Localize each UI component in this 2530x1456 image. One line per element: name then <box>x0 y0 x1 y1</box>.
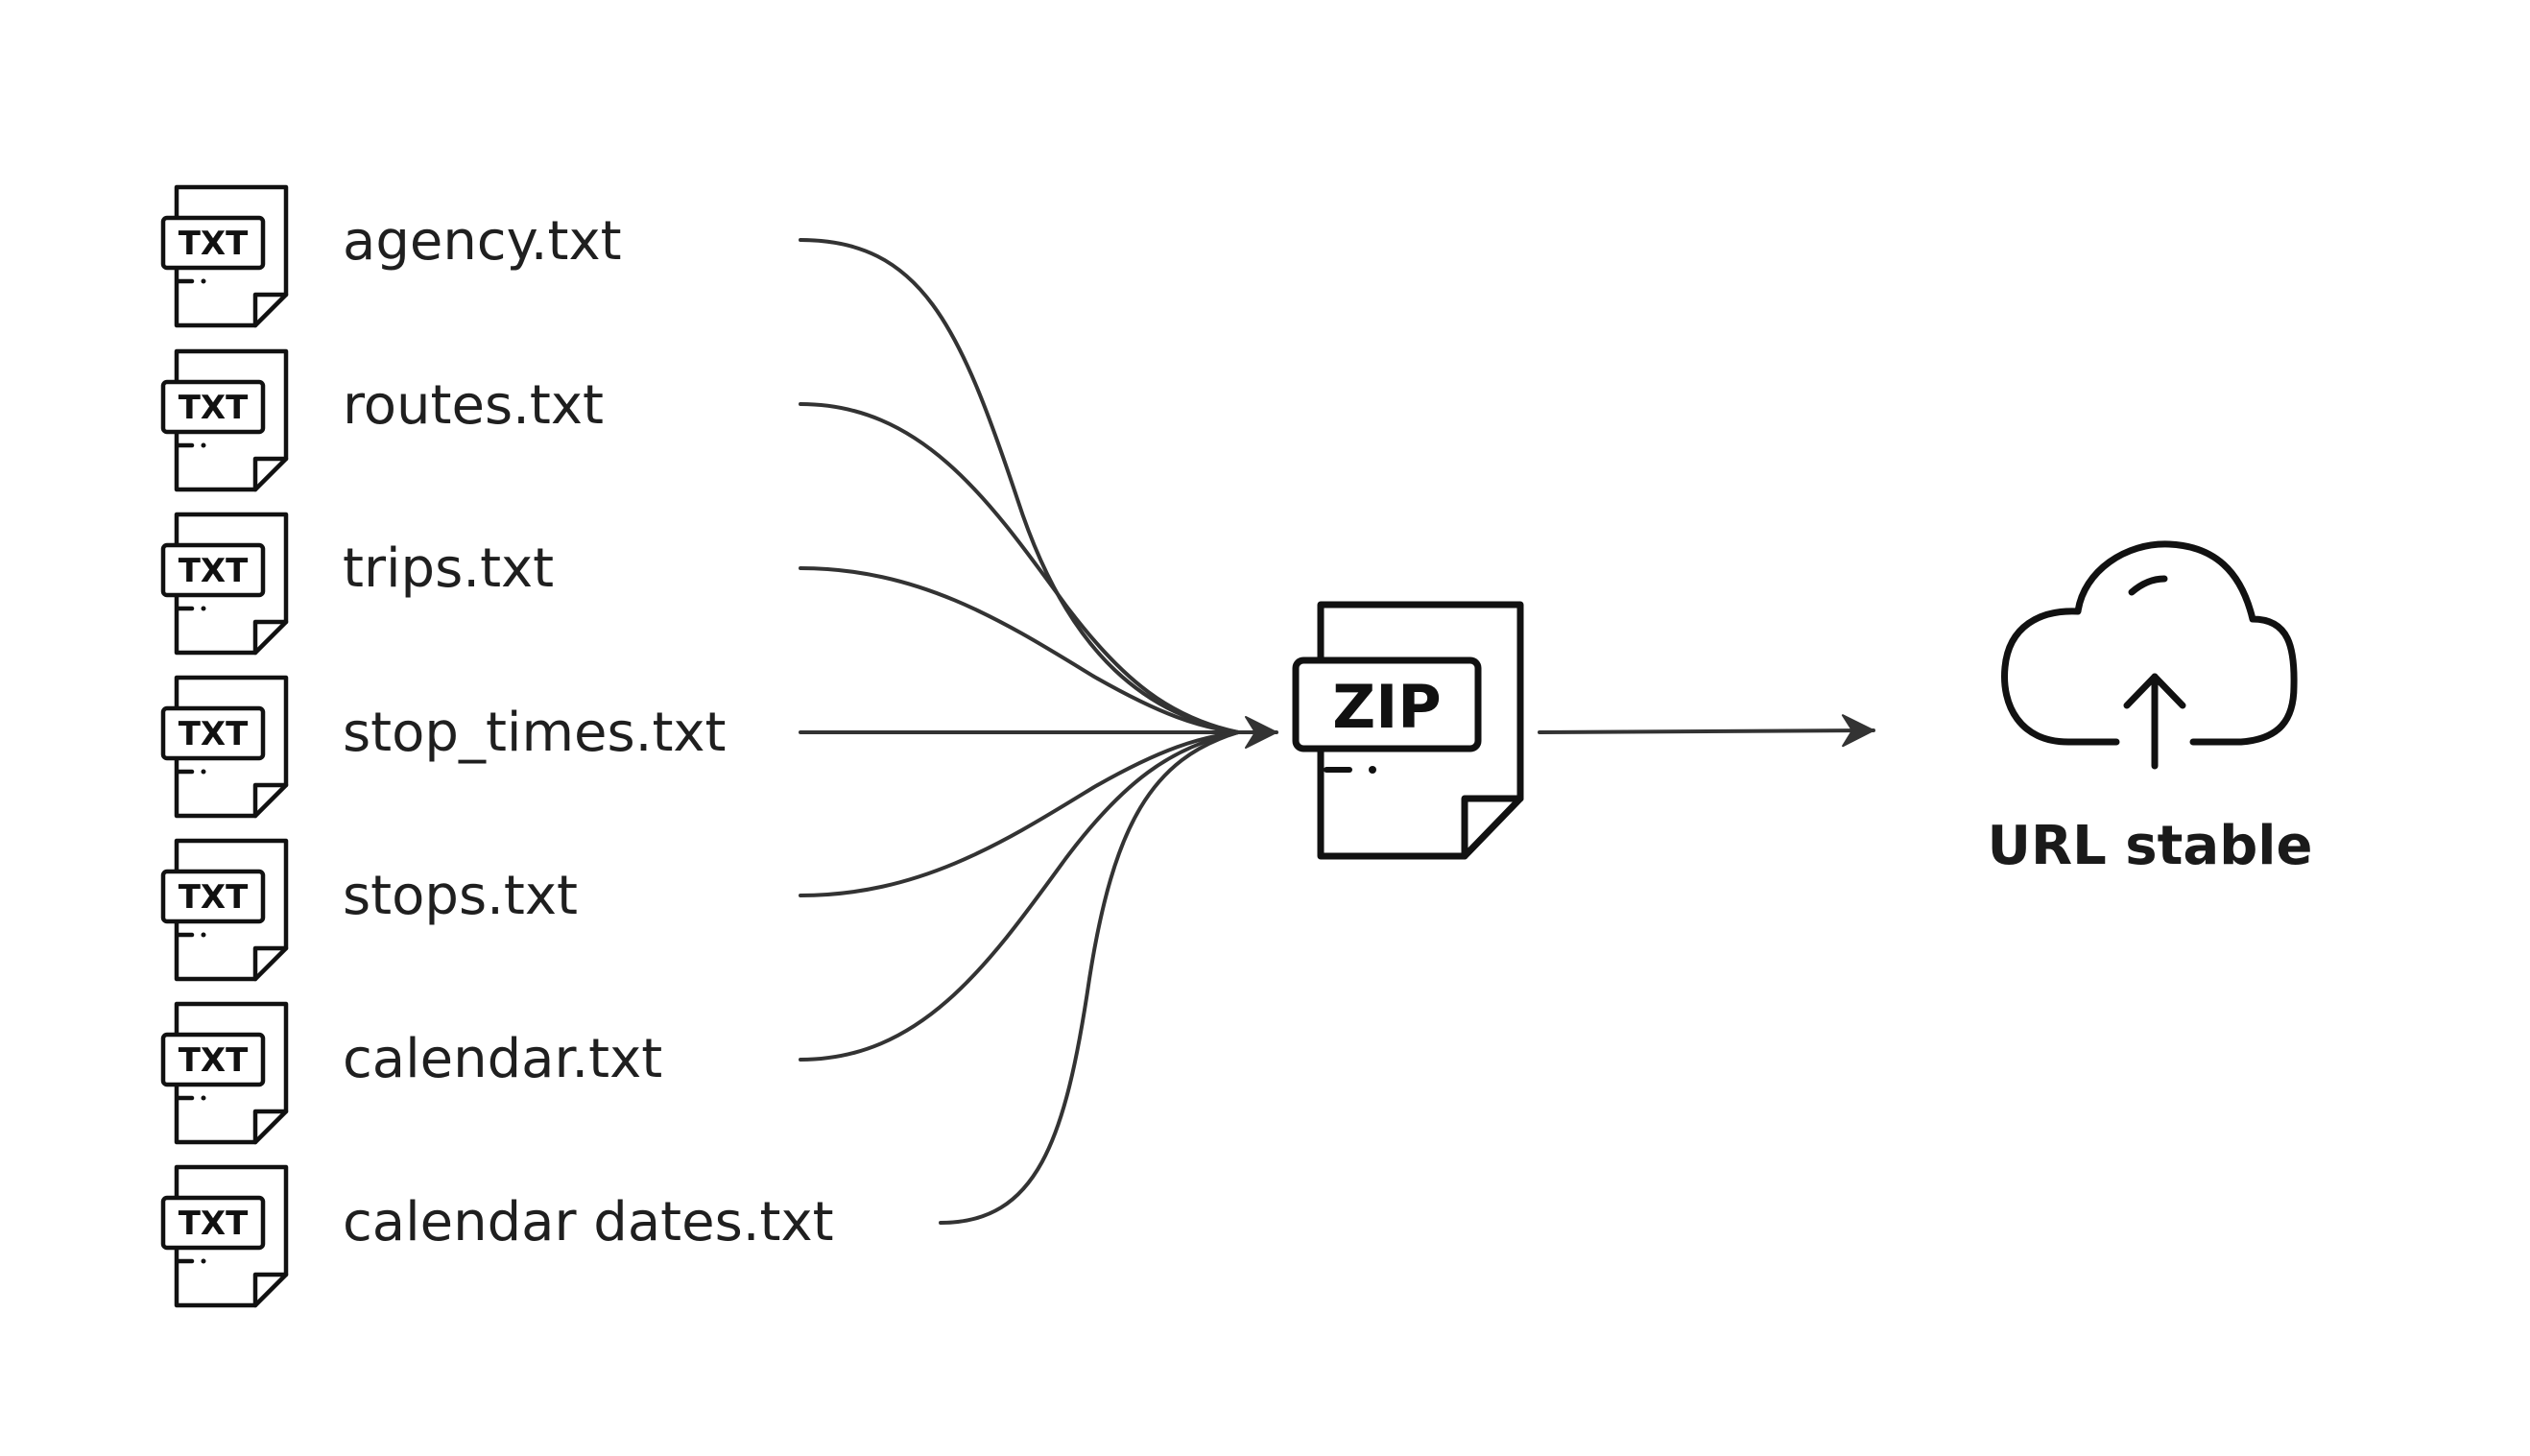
file-name: calendar.txt <box>343 1028 662 1090</box>
file-name: stops.txt <box>343 865 578 927</box>
file-item: TXT stop_times.txt <box>160 675 727 819</box>
file-item: TXT stops.txt <box>160 838 578 982</box>
txt-label: TXT <box>179 1205 249 1243</box>
connector-trips <box>799 566 1240 734</box>
file-name: calendar dates.txt <box>343 1191 834 1253</box>
txt-file-icon: TXT <box>160 675 289 819</box>
txt-label: TXT <box>179 715 249 753</box>
upload-arrow <box>1538 714 1875 748</box>
txt-label: TXT <box>179 225 249 263</box>
file-list: TXT agency.txt TXT routes.txt TX <box>160 184 834 1308</box>
cloud-label: URL stable <box>1988 815 2313 877</box>
file-item: TXT calendar dates.txt <box>160 1164 834 1308</box>
connector-calendar <box>799 730 1240 1062</box>
file-name: routes.txt <box>343 374 604 437</box>
txt-label: TXT <box>179 552 249 590</box>
connectors <box>799 238 1278 1225</box>
connector-agency <box>799 238 1240 734</box>
file-item: TXT agency.txt <box>160 184 622 328</box>
file-item: TXT calendar.txt <box>160 1001 662 1145</box>
txt-file-icon: TXT <box>160 512 289 656</box>
file-name: agency.txt <box>343 210 622 273</box>
txt-file-icon: TXT <box>160 184 289 328</box>
file-name: stop_times.txt <box>343 702 727 764</box>
txt-file-icon: TXT <box>160 838 289 982</box>
zip-label: ZIP <box>1332 672 1441 742</box>
zip-file-icon: ZIP <box>1292 601 1524 860</box>
file-item: TXT trips.txt <box>160 512 554 656</box>
txt-file-icon: TXT <box>160 348 289 492</box>
txt-label: TXT <box>179 1041 249 1080</box>
connector-calendar-dates <box>939 730 1240 1225</box>
file-item: TXT routes.txt <box>160 348 604 492</box>
txt-label: TXT <box>179 878 249 917</box>
connector-routes <box>799 402 1240 734</box>
connector-stops <box>799 730 1240 897</box>
txt-file-icon: TXT <box>160 1164 289 1308</box>
cloud-upload-icon <box>2001 540 2298 770</box>
txt-file-icon: TXT <box>160 1001 289 1145</box>
txt-label: TXT <box>179 389 249 427</box>
file-name: trips.txt <box>343 537 554 600</box>
